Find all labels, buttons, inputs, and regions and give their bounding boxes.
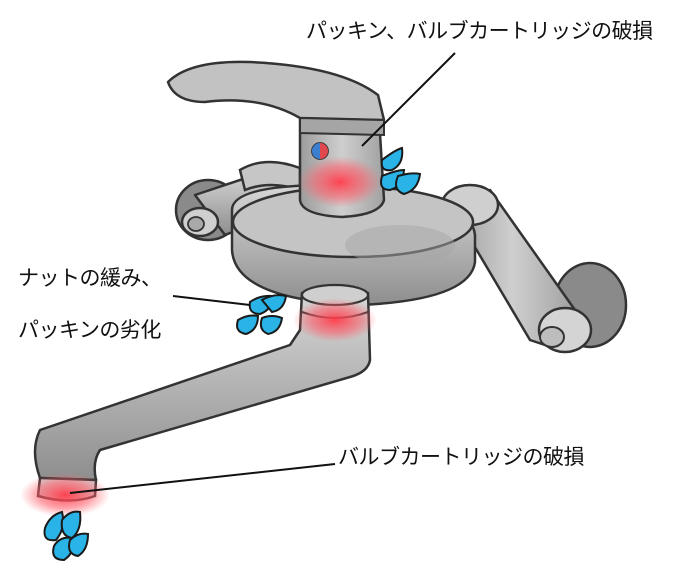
callout-leader-lines [69, 52, 456, 494]
callout-top-label: パッキン、バルブカートリッジの破損 [306, 19, 653, 43]
callout-left-label-line1: ナットの緩み、 [18, 266, 162, 290]
water-drop-icon [43, 146, 422, 562]
leak-highlights [20, 156, 382, 517]
callout-left-label-line2: パッキンの劣化 [18, 318, 161, 342]
left-wall-mount [174, 160, 302, 242]
right-wall-mount [440, 183, 628, 354]
callout-bottom-label: バルブカートリッジの破損 [338, 445, 585, 469]
